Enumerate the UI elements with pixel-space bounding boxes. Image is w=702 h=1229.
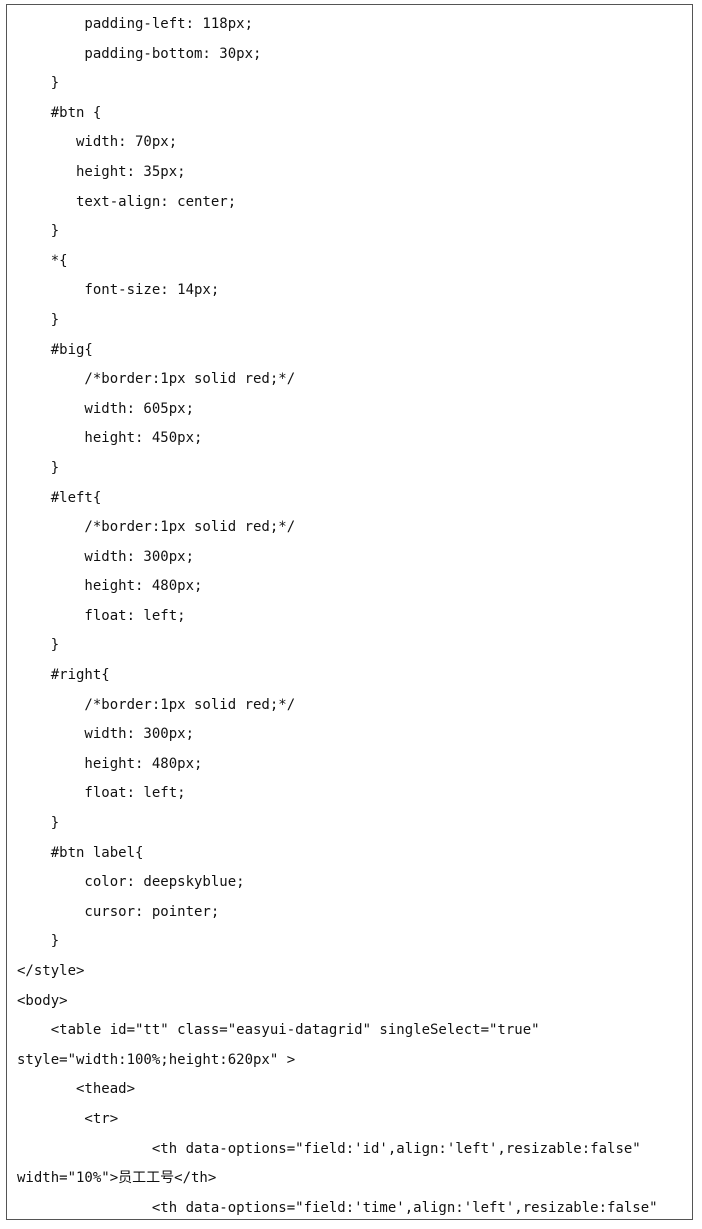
code-line: } [17,311,60,328]
code-line: } [17,637,60,654]
code-line: } [17,223,60,240]
code-line: padding-left: 118px; [17,16,254,32]
code-line: <thead> [17,1081,136,1098]
code-listing: padding-left: 118px; padding-bottom: 30p… [7,10,692,1219]
code-document-frame: padding-left: 118px; padding-bottom: 30p… [6,4,693,1220]
code-line: #btn { [17,104,102,121]
code-line: style="width:100%;height:620px" > [17,1051,296,1068]
code-line: height: 35px; [17,163,186,180]
code-line: float: left; [17,785,186,802]
code-line: #right{ [17,667,110,684]
code-line: float: left; [17,607,186,624]
code-line: height: 480px; [17,578,203,595]
code-line: #left{ [17,489,102,506]
code-line: } [17,75,60,92]
code-line: font-size: 14px; [17,282,220,299]
code-line: /*border:1px solid red;*/ [17,696,296,713]
code-line: /*border:1px solid red;*/ [17,519,296,536]
code-line: </style> [17,963,85,979]
code-line: height: 450px; [17,430,203,447]
code-line: } [17,459,60,476]
code-line: /*border:1px solid red;*/ [17,371,296,388]
code-line: #btn label{ [17,844,144,861]
code-line: width: 70px; [17,134,178,151]
code-line: <table id="tt" class="easyui-datagrid" s… [17,1022,540,1039]
code-line: color: deepskyblue; [17,874,245,891]
code-line: } [17,933,60,950]
code-line: *{ [17,252,68,269]
code-line: height: 480px; [17,755,203,772]
code-line: #big{ [17,341,93,358]
code-line: width: 605px; [17,400,195,417]
code-line: width: 300px; [17,548,195,565]
code-line: padding-bottom: 30px; [17,45,262,62]
code-line: cursor: pointer; [17,903,220,920]
code-line: <body> [17,992,68,1009]
code-line: } [17,815,60,832]
code-line: <tr> [17,1110,119,1127]
code-line: width: 300px; [17,726,195,743]
code-line: <th data-options="field:'time',align:'le… [17,1199,658,1216]
code-line: width="10%">员工工号</th> [17,1170,217,1187]
code-line: <th data-options="field:'id',align:'left… [17,1140,641,1157]
code-line: text-align: center; [17,193,237,210]
